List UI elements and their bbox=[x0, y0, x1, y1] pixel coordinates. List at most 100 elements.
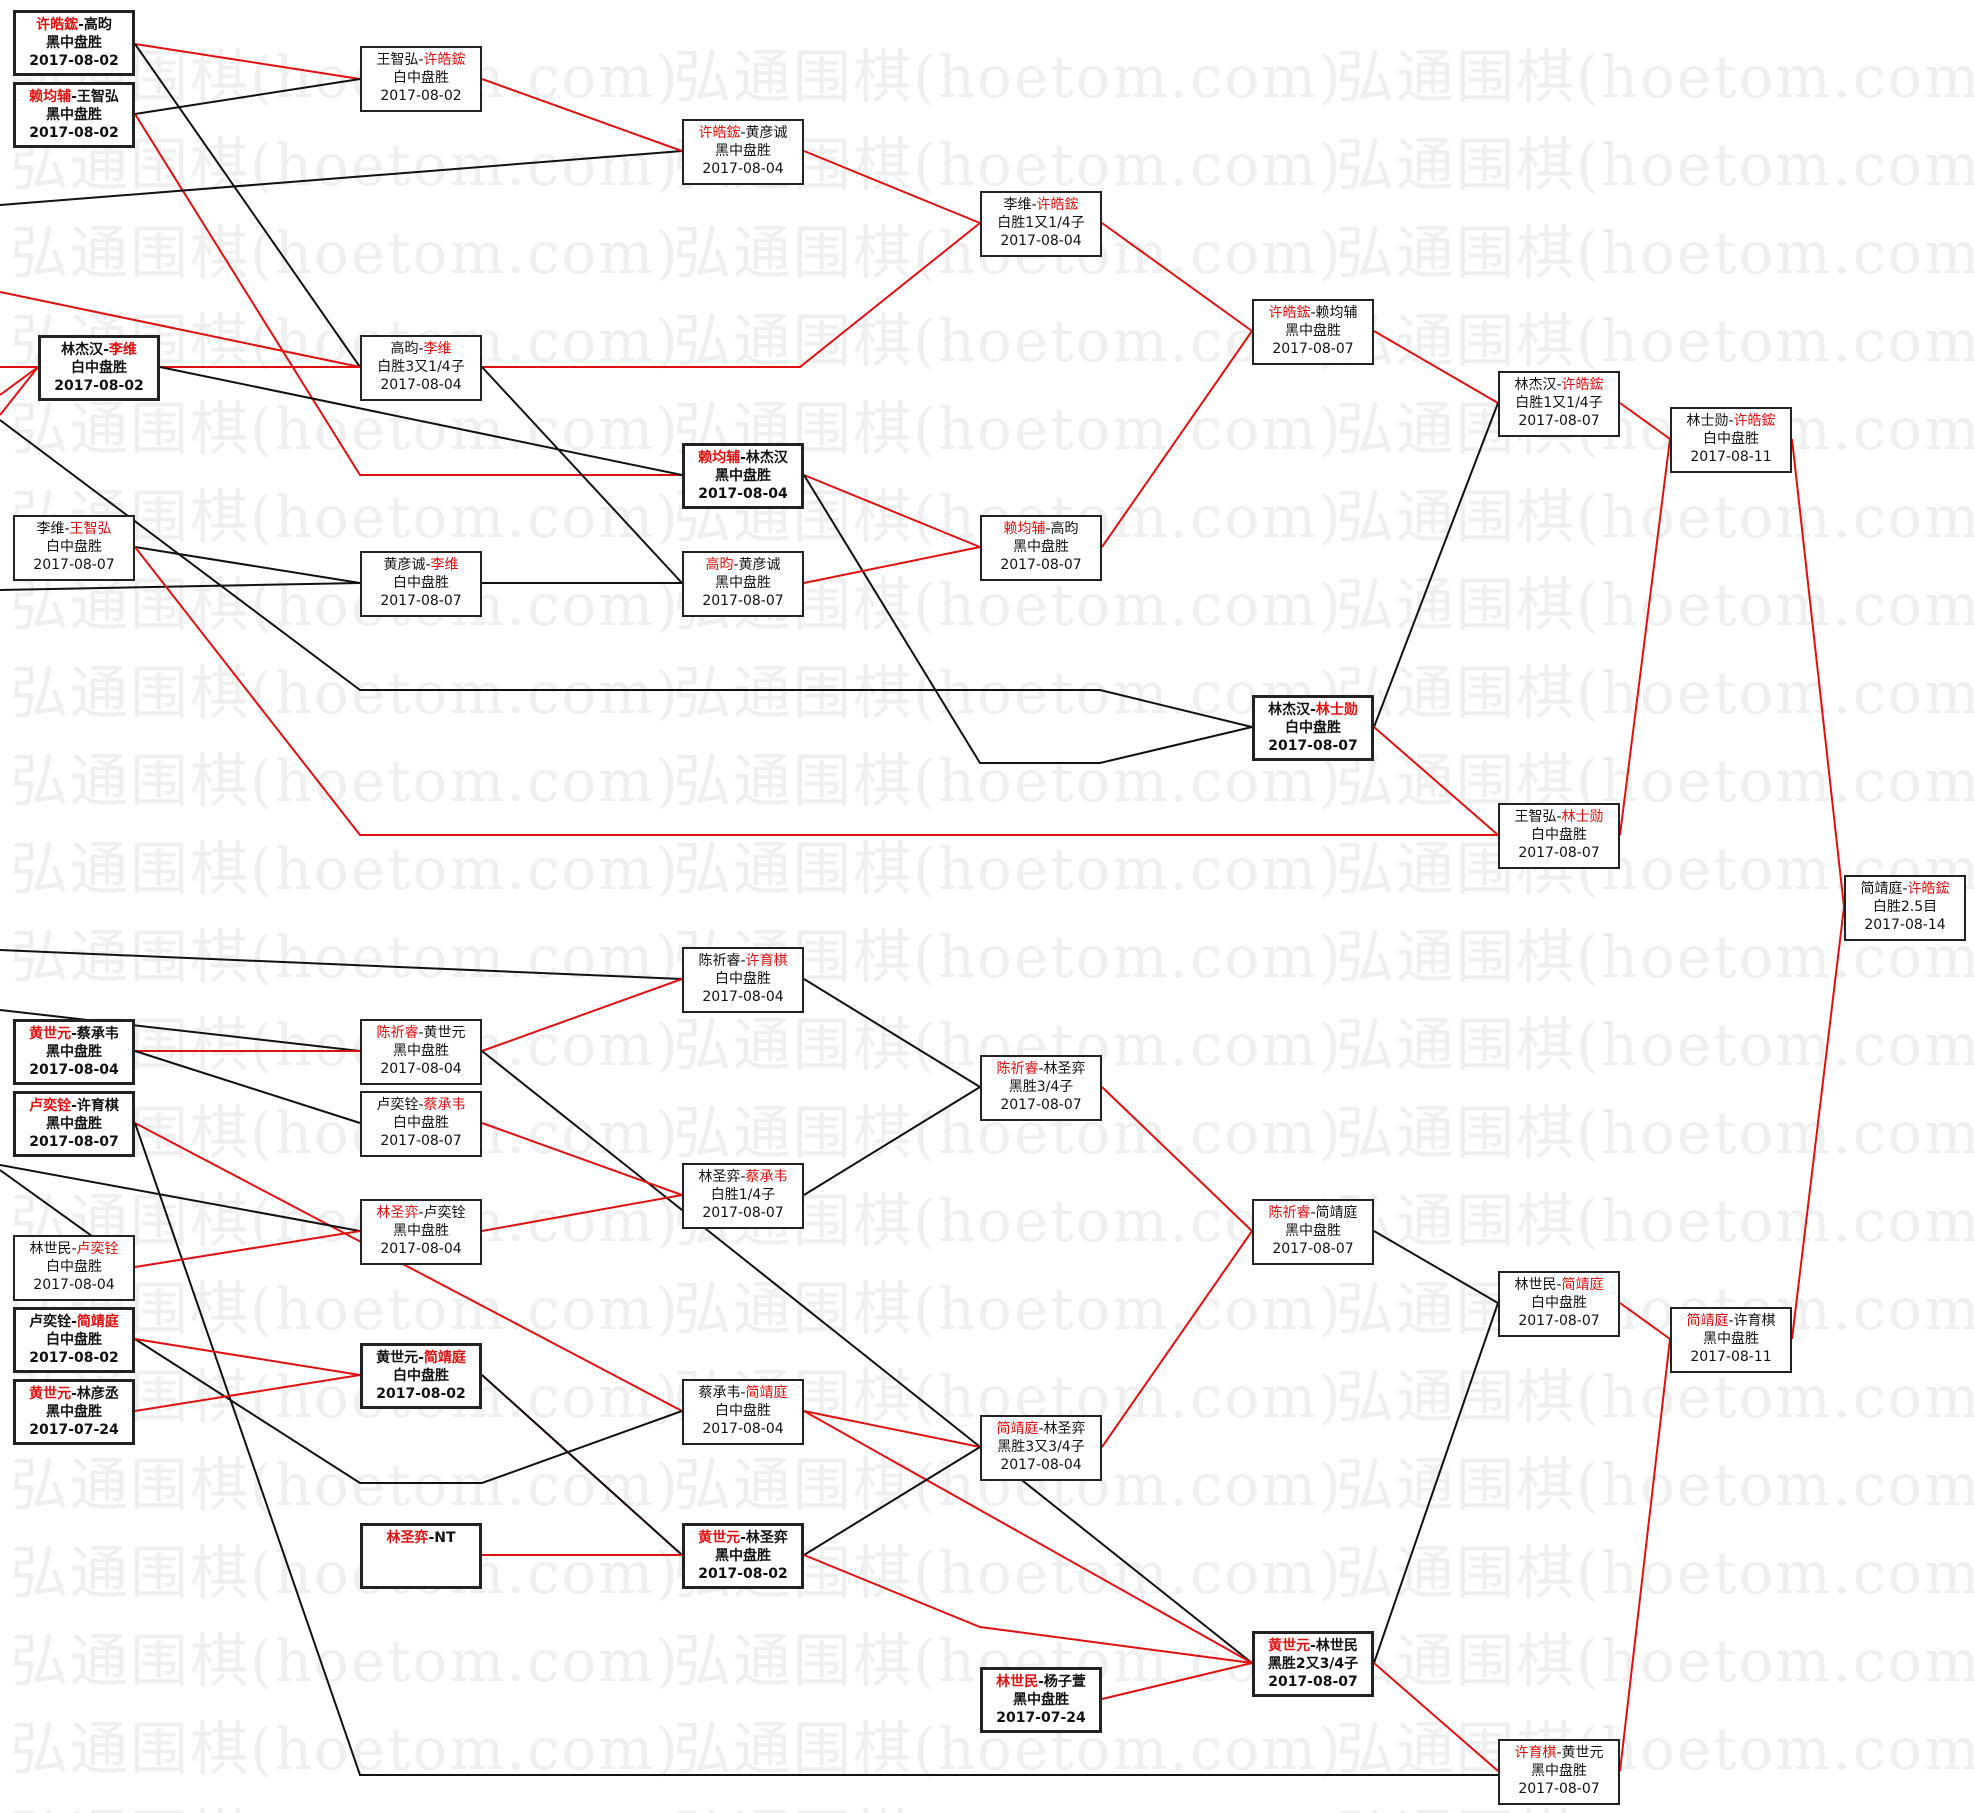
players-separator: - bbox=[1045, 521, 1051, 537]
players-separator: - bbox=[1556, 1745, 1562, 1761]
loser-path-line bbox=[803, 474, 1253, 764]
players-separator: - bbox=[1038, 1061, 1044, 1077]
players-separator: - bbox=[428, 1530, 435, 1546]
match-date: 2017-08-04 bbox=[702, 1421, 784, 1437]
match-players: 黄世元-简靖庭 bbox=[363, 1349, 479, 1367]
match-date: 2017-08-07 bbox=[1518, 845, 1600, 861]
match-date: 2017-08-04 bbox=[380, 1241, 462, 1257]
match-result: 黑中盘胜 bbox=[393, 1043, 449, 1059]
loser-path-line bbox=[1373, 402, 1499, 728]
player-black: 蔡承韦 bbox=[698, 1385, 741, 1401]
match-result: 黑中盘胜 bbox=[46, 1116, 102, 1132]
player-white: 简靖庭 bbox=[76, 1314, 119, 1330]
players-separator: - bbox=[740, 1385, 746, 1401]
player-white: 李维 bbox=[430, 557, 459, 573]
match-node[interactable]: 林圣弈-NT bbox=[360, 1523, 482, 1589]
winner-path-line bbox=[1791, 438, 1845, 908]
loser-path-line bbox=[159, 366, 683, 476]
player-white: 林圣弈 bbox=[1043, 1061, 1086, 1077]
player-white: 蔡承韦 bbox=[76, 1026, 119, 1042]
match-players: 高昀-黄彦诚 bbox=[684, 556, 802, 574]
match-players: 简靖庭-许皓鋐 bbox=[1846, 880, 1964, 898]
match-date: 2017-08-07 bbox=[1268, 738, 1358, 754]
players-separator: - bbox=[71, 89, 77, 105]
player-black: 简靖庭 bbox=[1860, 881, 1903, 897]
match-date: 2017-08-07 bbox=[29, 1134, 119, 1150]
player-white: 林圣弈 bbox=[745, 1530, 788, 1546]
player-white: 高昀 bbox=[1050, 521, 1079, 537]
loser-path-line bbox=[134, 1338, 683, 1484]
match-result: 白中盘胜 bbox=[1285, 720, 1341, 736]
player-white: 李维 bbox=[423, 341, 452, 357]
player-black: 陈祈睿 bbox=[996, 1061, 1039, 1077]
player-white: 林杰汉 bbox=[745, 450, 788, 466]
player-white: NT bbox=[434, 1530, 456, 1546]
match-players: 林圣弈-NT bbox=[363, 1529, 479, 1547]
player-white: 卢奕铨 bbox=[76, 1241, 119, 1257]
match-result: 黑中盘胜 bbox=[46, 1404, 102, 1420]
loser-path-line bbox=[1373, 1230, 1499, 1304]
match-players: 王智弘-许皓鋐 bbox=[362, 51, 480, 69]
winner-path-line bbox=[482, 222, 981, 368]
winner-path-line bbox=[134, 546, 1498, 836]
player-black: 许皓鋐 bbox=[1268, 305, 1311, 321]
player-black: 李维 bbox=[1003, 197, 1032, 213]
loser-path-line bbox=[1373, 1302, 1499, 1664]
player-white: 简靖庭 bbox=[423, 1350, 466, 1366]
winner-path-line bbox=[1619, 1338, 1671, 1772]
winner-path-line bbox=[1791, 906, 1845, 1340]
loser-path-line bbox=[134, 546, 361, 584]
match-players: 黄世元-林世民 bbox=[1255, 1637, 1371, 1655]
match-date: 2017-08-07 bbox=[1272, 341, 1354, 357]
match-players: 林士勋-许皓鋐 bbox=[1672, 412, 1790, 430]
match-result: 黑中盘胜 bbox=[1703, 1331, 1759, 1347]
players-separator: - bbox=[733, 557, 739, 573]
player-white: 许皓鋐 bbox=[1561, 377, 1604, 393]
winner-path-line bbox=[1101, 1086, 1253, 1232]
player-black: 高昀 bbox=[705, 557, 734, 573]
match-players: 许育棋-黄世元 bbox=[1500, 1744, 1618, 1762]
match-players: 陈祈睿-林圣弈 bbox=[982, 1060, 1100, 1078]
player-black: 赖均辅 bbox=[29, 89, 72, 105]
match-result: 黑中盘胜 bbox=[46, 1044, 102, 1060]
